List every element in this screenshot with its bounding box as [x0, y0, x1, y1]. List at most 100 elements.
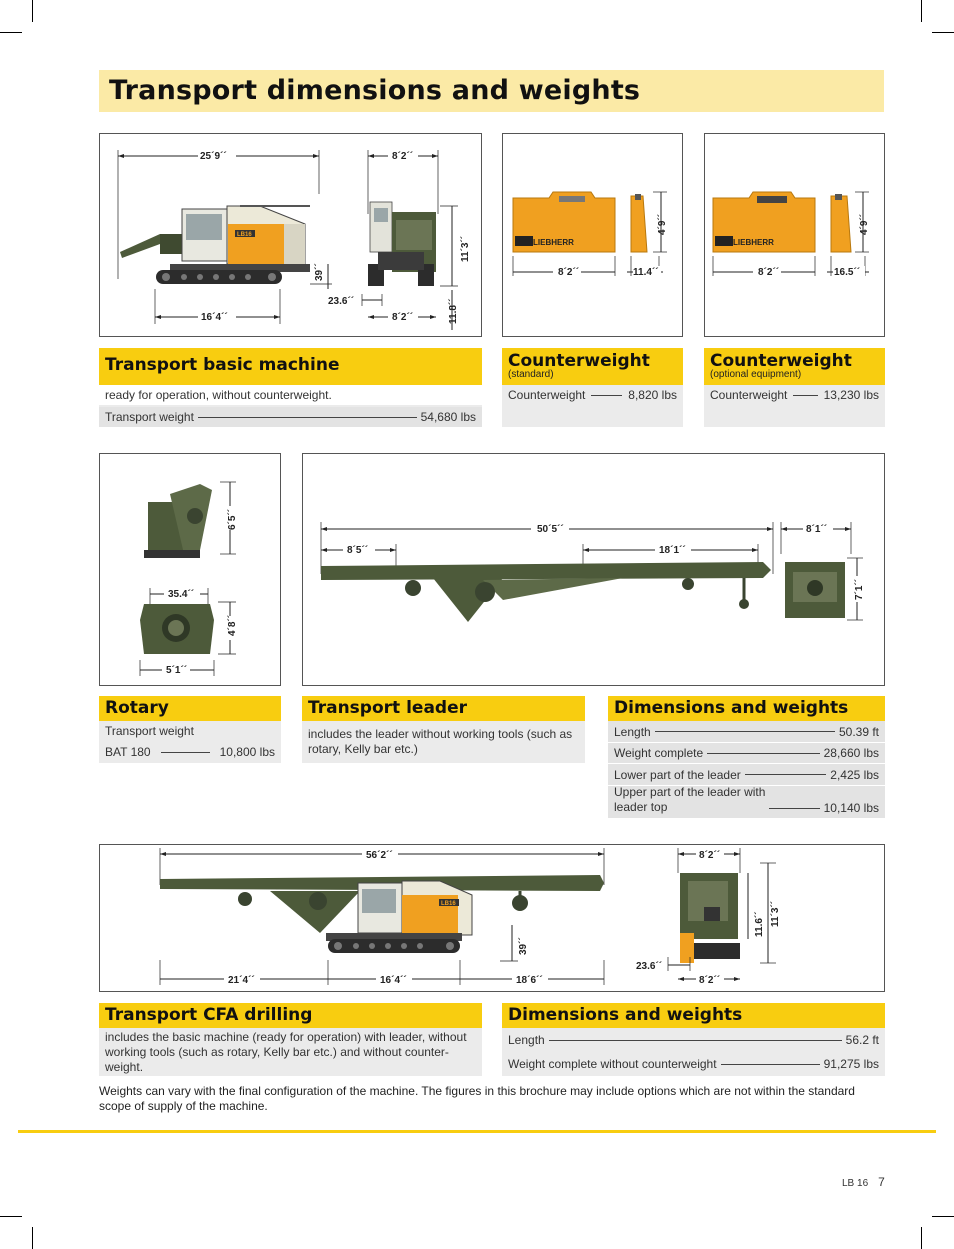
- counterweight-std-drawing: LIEBHERR 4´9´´ 8´2´´ 11.4´´: [512, 191, 668, 278]
- row-label: Weight complete: [614, 746, 704, 760]
- dim-leader-width: 8´1´´: [806, 524, 827, 535]
- crop-mark: [32, 0, 33, 22]
- leader-dims-row: Weight complete 28,660 lbs: [608, 743, 885, 763]
- dim-ground: 11.8´´: [448, 298, 459, 324]
- dim-length: 25´9´´: [200, 151, 227, 162]
- crop-mark: [32, 1227, 33, 1249]
- rotary-figure: 6´5´´ 35.4´´ 4´8´´ 5´1´´: [99, 453, 281, 686]
- section-title: Counterweight: [710, 351, 852, 371]
- crop-mark: [932, 32, 954, 33]
- section-title: Dimensions and weights: [614, 698, 849, 718]
- dim-width: 8´2´´: [392, 151, 413, 162]
- section-subtitle: (optional equipment): [710, 369, 802, 380]
- row-label: Weight complete without counterweight: [508, 1057, 717, 1071]
- basic-machine-weight-row: Transport weight 54,680 lbs: [99, 407, 482, 427]
- dim-leader-height: 7´1´´: [854, 579, 865, 600]
- footnote: Weights can vary with the final configur…: [99, 1084, 855, 1113]
- rotary-drawing: 6´5´´ 35.4´´ 4´8´´ 5´1´´: [139, 481, 238, 676]
- dim-cfa-track-width: 8´2´´: [699, 975, 720, 986]
- row-label: BAT 180: [105, 745, 151, 759]
- row-label: Counterweight: [710, 388, 788, 402]
- dim-cfa-shoe: 23.6´´: [636, 961, 662, 972]
- model-label: LB 16: [842, 1178, 869, 1189]
- row-value: 2,425 lbs: [830, 767, 879, 782]
- svg-text:LB16: LB16: [237, 232, 252, 238]
- rotary-heading: Rotary: [99, 696, 281, 721]
- dim-leader-rear: 18´1´´: [659, 545, 686, 556]
- counterweight-opt-drawing: LIEBHERR 4´9´´ 8´2´´ 16.5´´: [712, 191, 870, 278]
- row-label: Counterweight: [508, 388, 586, 402]
- leader-dims-body: Length 50.39 ft Weight complete 28,660 l…: [608, 721, 885, 818]
- leader-figure: 50´5´´ 8´5´´ 18´1´´ 8´1´´ 7´1´´: [302, 453, 885, 686]
- page-footer: LB 16 7: [842, 1175, 885, 1189]
- row-value: 10,800 lbs: [219, 745, 275, 759]
- dim-height: 11´3´´: [460, 236, 471, 262]
- section-title: Dimensions and weights: [508, 1005, 743, 1025]
- brand-logo: LIEBHERR: [733, 238, 774, 247]
- desc-text: includes the basic machine (ready for op…: [105, 1030, 467, 1074]
- counterweight-opt-row: Counterweight 13,230 lbs: [704, 385, 885, 405]
- cfa-dims-heading: Dimensions and weights: [502, 1003, 885, 1028]
- dim-rotary-width-h: 4´8´´: [227, 615, 238, 636]
- dim-track-width: 8´2´´: [392, 312, 413, 323]
- rotary-weight-row: BAT 180 10,800 lbs: [99, 742, 281, 762]
- cfa-body: includes the basic machine (ready for op…: [99, 1028, 482, 1076]
- leader-dims-row: Length 50.39 ft: [608, 721, 885, 742]
- rotary-desc: Transport weight: [99, 721, 281, 741]
- row-value: 50.39 ft: [838, 724, 879, 739]
- dim-cw-length: 8´2´´: [758, 267, 779, 278]
- dim-clearance: 39´´: [314, 263, 325, 281]
- section-title: Rotary: [105, 698, 169, 718]
- dim-shoe: 23.6´´: [328, 296, 354, 307]
- cfa-dims-row: Length 56.2 ft: [502, 1030, 885, 1050]
- dim-cfa-seg1: 21´4´´: [228, 975, 255, 986]
- dim-cw-depth: 11.4´´: [633, 267, 659, 278]
- crop-mark: [921, 1227, 922, 1249]
- basic-machine-drawing: 25´9´´ LB16 16´4´´ 39´´ 8: [117, 149, 471, 330]
- section-title: Counterweight: [508, 351, 650, 371]
- row-value: 8,820 lbs: [628, 388, 677, 402]
- leader-dims-heading: Dimensions and weights: [608, 696, 885, 721]
- section-title: Transport CFA drilling: [105, 1005, 313, 1025]
- desc-text: Transport weight: [105, 724, 194, 738]
- counterweight-opt-figure: LIEBHERR 4´9´´ 8´2´´ 16.5´´: [704, 133, 885, 337]
- dim-cfa-length: 56´2´´: [366, 850, 393, 861]
- svg-text:LB16: LB16: [441, 901, 456, 907]
- dim-cw-height: 4´9´´: [859, 214, 870, 235]
- dim-leader-length: 50´5´´: [537, 524, 564, 535]
- row-label: Lower part of the leader: [614, 767, 741, 782]
- section-title: Transport leader: [308, 698, 467, 718]
- leader-drawing: 50´5´´ 8´5´´ 18´1´´ 8´1´´ 7´1´´: [320, 522, 865, 622]
- section-title: Transport basic machine: [105, 355, 340, 375]
- row-value: 54,680 lbs: [420, 410, 476, 424]
- crop-mark: [0, 1216, 22, 1217]
- cfa-drawing: 56´2´´ LB16 39´´ 21´4´´ 16´4´´ 18´6´´: [159, 848, 781, 986]
- row-label: Transport weight: [105, 410, 194, 424]
- crop-mark: [921, 0, 922, 22]
- page-number: 7: [878, 1175, 885, 1189]
- counterweight-opt-body: Counterweight 13,230 lbs: [704, 385, 885, 427]
- row-label-line2: leader top: [614, 800, 668, 814]
- basic-machine-heading: Transport basic machine: [99, 348, 482, 385]
- basic-machine-desc: ready for operation, without counterweig…: [99, 385, 482, 405]
- dim-cw-depth: 16.5´´: [834, 267, 860, 278]
- counterweight-std-row: Counterweight 8,820 lbs: [502, 385, 683, 405]
- row-label-line1: Upper part of the leader with: [614, 785, 766, 799]
- brand-logo: LIEBHERR: [533, 238, 574, 247]
- row-value: 56.2 ft: [845, 1033, 879, 1047]
- dim-cfa-height: 11´3´´: [770, 901, 781, 927]
- counterweight-std-heading: Counterweight (standard): [502, 348, 683, 385]
- dim-cfa-clearance: 39´´: [518, 937, 529, 955]
- counterweight-std-body: Counterweight 8,820 lbs: [502, 385, 683, 427]
- row-label: Length: [508, 1033, 545, 1047]
- dim-track-length: 16´4´´: [201, 312, 228, 323]
- dim-cfa-seg2: 16´4´´: [380, 975, 407, 986]
- rotary-body: Transport weight BAT 180 10,800 lbs: [99, 721, 281, 763]
- leader-dims-row: Lower part of the leader 2,425 lbs: [608, 764, 885, 785]
- leader-body: includes the leader without working tool…: [302, 721, 585, 763]
- dim-cfa-seg3: 18´6´´: [516, 975, 543, 986]
- footer-rule: [18, 1130, 936, 1133]
- dim-rotary-depth: 35.4´´: [168, 589, 194, 600]
